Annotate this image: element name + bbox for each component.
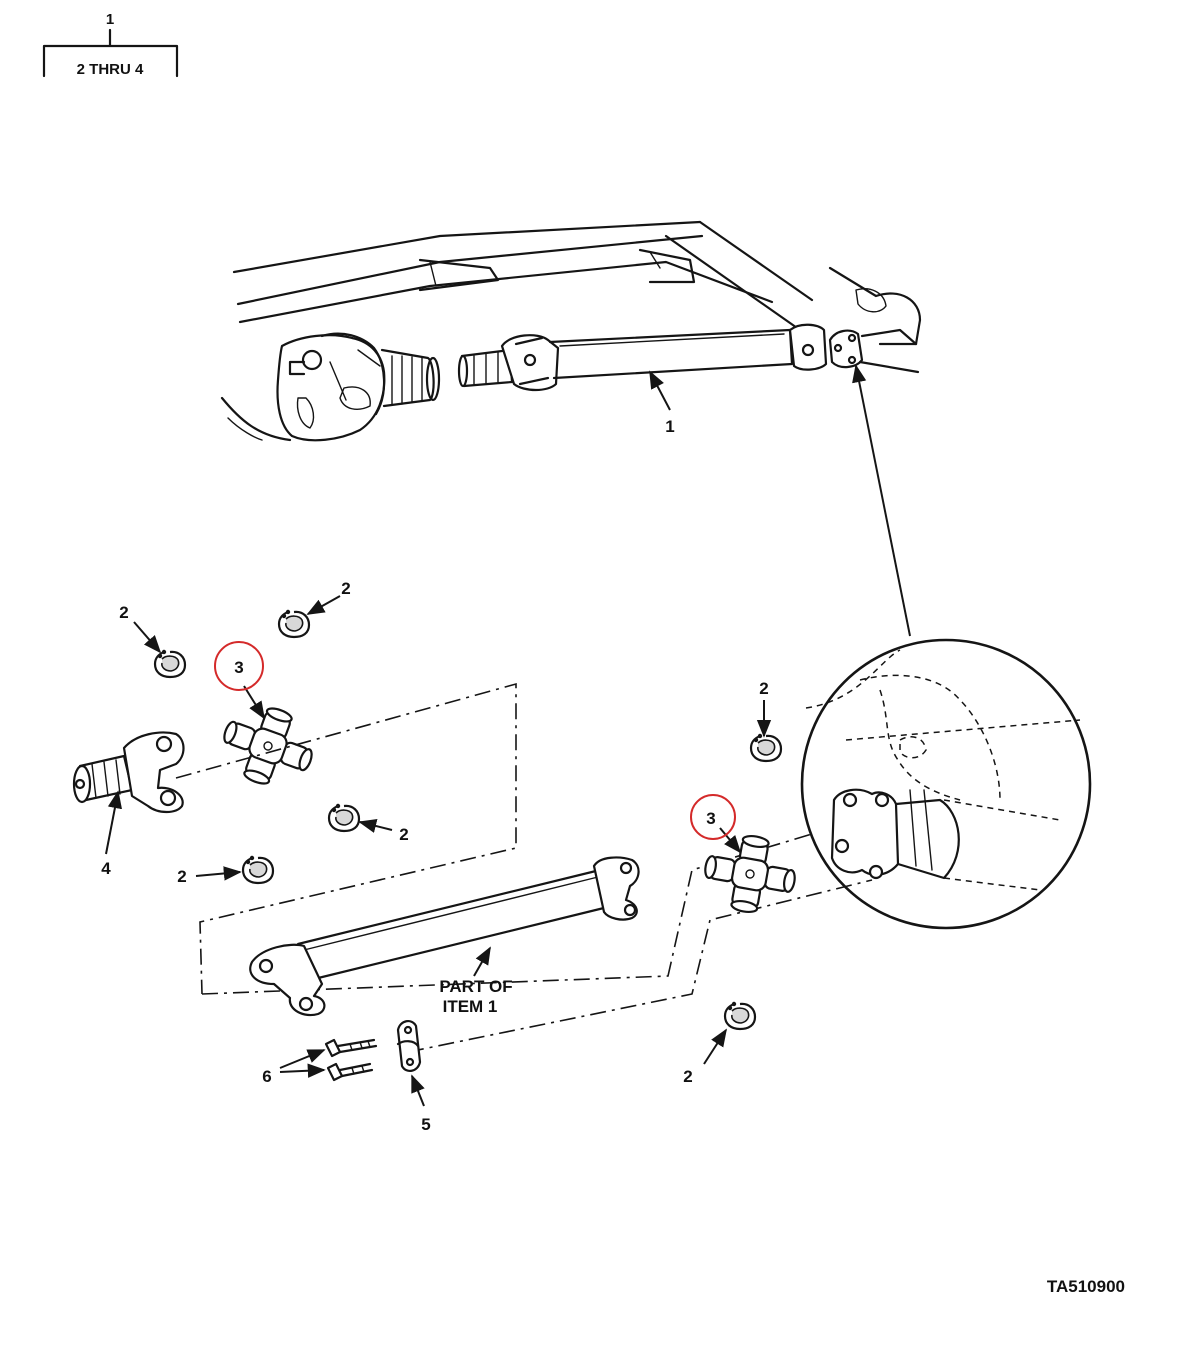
callout-4: 4: [101, 859, 111, 878]
snap-ring-icon: [327, 802, 361, 833]
snap-ring-icon: [749, 732, 783, 763]
callout-leaders: [105, 370, 772, 1107]
callout-3: 3: [234, 658, 243, 677]
axle-pinion-flange: [828, 266, 922, 374]
callout-3: 3: [706, 809, 715, 828]
callout-5: 5: [421, 1115, 430, 1134]
detail-leader-line: [852, 364, 911, 637]
bolts: [324, 1038, 378, 1082]
journal-bearing-upper: [211, 693, 325, 799]
figure-id: TA510900: [1047, 1277, 1125, 1296]
snap-ring-icon: [153, 648, 187, 679]
strap: [396, 1020, 422, 1072]
assembly-header: 1 2 THRU 4: [42, 11, 179, 78]
header-assembly-number: 1: [106, 11, 114, 28]
callout-2: 2: [177, 867, 186, 886]
highlight-circle-callout-3-lower: [690, 794, 736, 840]
detail-view-circle: [800, 638, 1092, 930]
callout-2: 2: [119, 603, 128, 622]
slip-yoke: [72, 731, 185, 814]
journal-bearing-lower: [697, 827, 803, 921]
phantom-centerlines: [175, 682, 873, 1053]
header-range-label: 2 THRU 4: [77, 61, 144, 78]
snap-ring-icon: [723, 1000, 757, 1031]
callout-6: 6: [262, 1067, 271, 1086]
callout-2: 2: [683, 1067, 692, 1086]
callout-2: 2: [399, 825, 408, 844]
callout-1: 1: [665, 417, 674, 436]
callout-labels: 1 2 2 3 4 2 2 2 3 PART OF ITEM 1 2 6 5: [101, 417, 768, 1134]
part-of-note-line2: ITEM 1: [443, 997, 498, 1016]
propeller-shaft-tube: [249, 856, 640, 1017]
snap-ring-icon: [241, 854, 275, 885]
propeller-shaft-installed: [457, 323, 828, 392]
vehicle-frame: [220, 220, 814, 442]
callout-2: 2: [341, 579, 350, 598]
transmission-case: [276, 332, 441, 442]
snap-ring-icon: [277, 608, 311, 639]
callout-2: 2: [759, 679, 768, 698]
part-of-note-line1: PART OF: [439, 977, 512, 996]
highlight-circle-callout-3-upper: [214, 641, 264, 691]
